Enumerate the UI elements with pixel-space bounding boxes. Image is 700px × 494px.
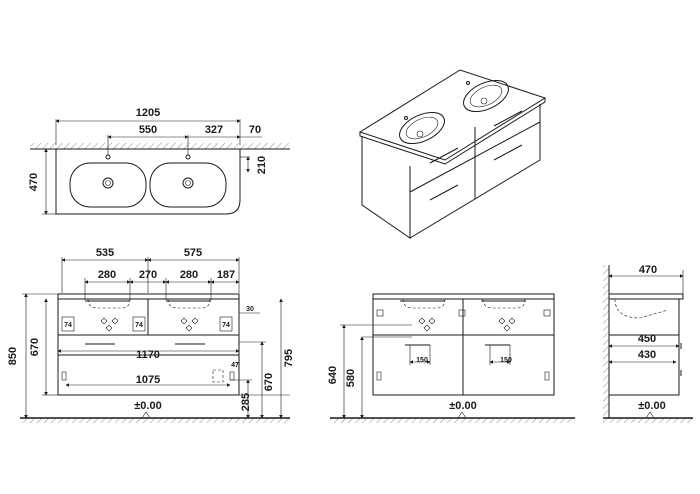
dim-450: 450 — [638, 333, 656, 345]
floor-label-1: ±0.00 — [134, 400, 161, 412]
iso-top — [358, 69, 547, 161]
wall-hatch — [30, 143, 290, 149]
dim-187: 187 — [217, 269, 235, 281]
dim-285: 285 — [240, 393, 252, 411]
dim-1075: 1075 — [136, 374, 160, 386]
dim-70: 70 — [249, 124, 261, 136]
floor-hatch-1 — [20, 418, 290, 423]
dim-47: 47 — [231, 362, 239, 369]
dim-580: 580 — [345, 369, 357, 387]
isometric-view — [358, 69, 547, 239]
dim-280-left: 280 — [98, 269, 116, 281]
dim-1205: 1205 — [136, 107, 160, 119]
dim-327: 327 — [205, 124, 223, 136]
side-wall-hatch — [603, 265, 609, 418]
top-basin-outline — [55, 148, 241, 215]
left-drain — [102, 177, 114, 189]
side-view: 470 450 430 ±0.00 — [603, 264, 693, 423]
dim-280-right: 280 — [180, 269, 198, 281]
right-tap-hole — [185, 154, 191, 160]
box-74-c: 74 — [222, 322, 230, 329]
dim-150-right: 150 — [500, 357, 512, 364]
dim-430: 430 — [638, 349, 656, 361]
dim-550: 550 — [139, 124, 157, 136]
dim-470-top: 470 — [28, 173, 40, 191]
floor-label-3: ±0.00 — [638, 400, 665, 412]
dim-1170: 1170 — [136, 349, 160, 361]
right-drain — [182, 177, 194, 189]
box-74-b: 74 — [135, 322, 143, 329]
front-view: 74 74 74 535 575 280 270 280 187 — [7, 247, 295, 423]
left-bowl — [69, 162, 147, 208]
dim-850: 850 — [7, 347, 19, 365]
dim-270: 270 — [139, 269, 157, 281]
dim-670-left: 670 — [29, 338, 41, 356]
front-view-2: 150 150 640 580 ±0.00 — [327, 293, 575, 423]
dim-670-right: 670 — [263, 373, 275, 391]
floor-hatch-2 — [330, 418, 575, 423]
dim-640: 640 — [327, 366, 339, 384]
box-74-a: 74 — [64, 322, 72, 329]
dim-795: 795 — [283, 349, 295, 367]
dim-575: 575 — [184, 247, 202, 259]
dim-470-side: 470 — [639, 264, 657, 276]
left-tap-hole — [105, 154, 111, 160]
side-cabinet — [608, 298, 680, 396]
dim-150-left: 150 — [416, 357, 428, 364]
top-view: 1205 550 327 70 210 470 — [28, 107, 290, 215]
dim-30: 30 — [246, 306, 254, 313]
dim-535: 535 — [96, 247, 114, 259]
right-bowl — [149, 162, 227, 208]
floor-label-2: ±0.00 — [449, 400, 476, 412]
dim-210: 210 — [256, 156, 268, 174]
